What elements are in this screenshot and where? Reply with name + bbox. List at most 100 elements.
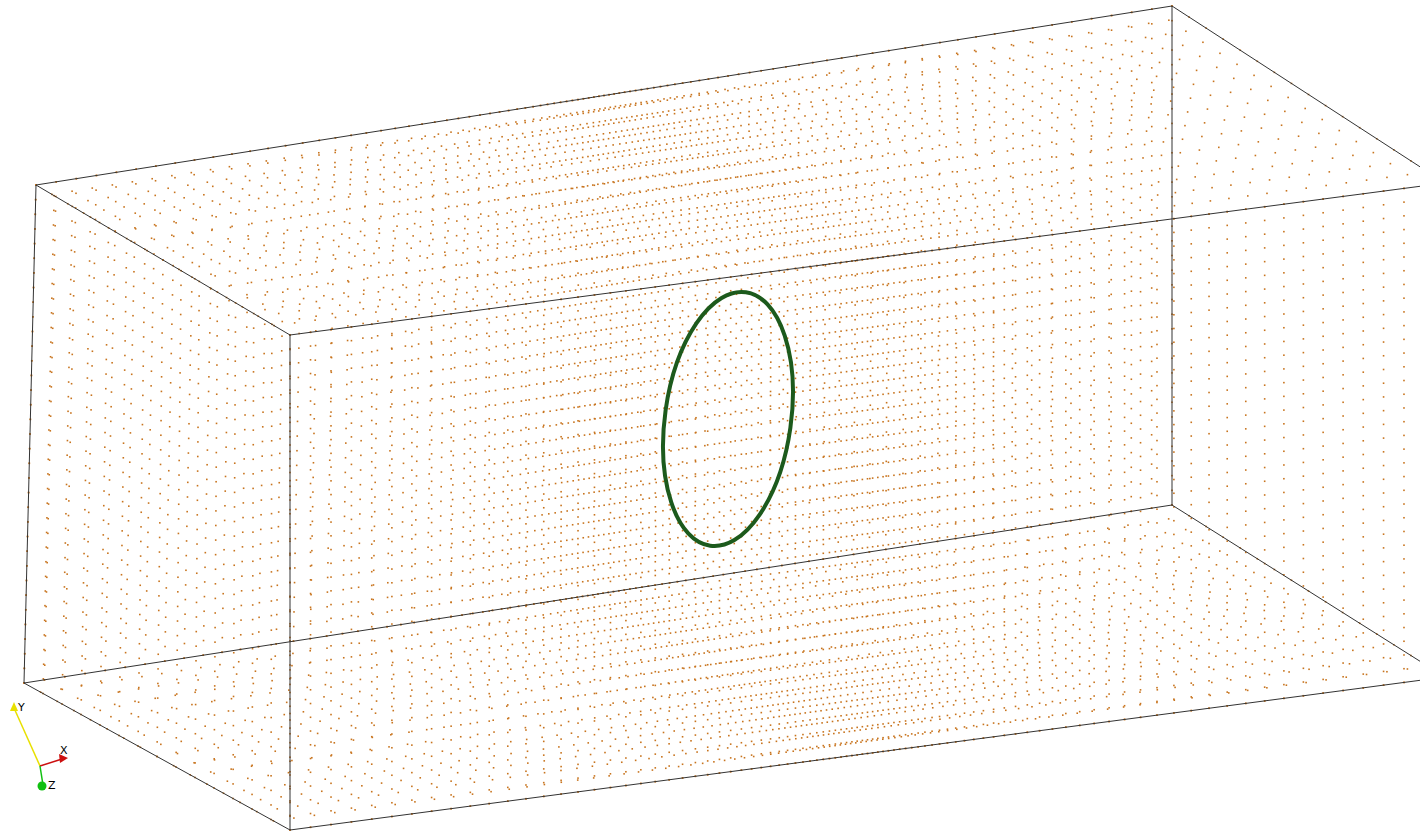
point bbox=[222, 637, 224, 639]
point bbox=[328, 518, 330, 520]
point bbox=[580, 318, 582, 320]
point bbox=[129, 447, 131, 449]
point bbox=[259, 602, 261, 604]
point bbox=[493, 522, 495, 524]
point bbox=[106, 596, 108, 598]
point bbox=[576, 187, 578, 189]
point bbox=[485, 435, 487, 437]
point bbox=[403, 419, 405, 421]
point bbox=[630, 530, 632, 532]
point bbox=[564, 277, 566, 279]
point bbox=[364, 249, 366, 251]
point bbox=[468, 160, 470, 162]
point bbox=[593, 521, 595, 523]
point bbox=[659, 159, 661, 161]
point bbox=[611, 254, 613, 256]
point bbox=[314, 403, 316, 405]
point bbox=[629, 135, 631, 137]
point bbox=[301, 201, 303, 203]
point bbox=[419, 255, 421, 257]
point bbox=[606, 314, 608, 316]
point bbox=[126, 579, 128, 581]
point bbox=[294, 582, 296, 584]
point bbox=[315, 315, 317, 317]
point bbox=[634, 134, 636, 136]
point bbox=[643, 381, 645, 383]
point bbox=[208, 376, 210, 378]
point bbox=[535, 486, 537, 488]
point bbox=[530, 267, 532, 269]
point bbox=[415, 534, 417, 536]
point bbox=[563, 350, 565, 352]
point bbox=[374, 482, 376, 484]
point bbox=[147, 561, 149, 563]
point bbox=[443, 295, 445, 297]
point bbox=[277, 584, 279, 586]
point bbox=[664, 290, 666, 292]
point bbox=[610, 372, 612, 374]
point bbox=[358, 572, 360, 574]
point bbox=[462, 541, 464, 543]
point bbox=[594, 462, 596, 464]
point bbox=[241, 561, 243, 563]
point bbox=[658, 276, 660, 278]
point bbox=[523, 195, 525, 197]
point bbox=[295, 538, 297, 540]
point bbox=[441, 427, 443, 429]
point bbox=[151, 370, 153, 372]
point bbox=[506, 227, 508, 229]
point bbox=[641, 572, 643, 574]
point bbox=[174, 177, 176, 179]
point bbox=[193, 203, 195, 205]
point bbox=[453, 396, 455, 398]
point bbox=[654, 570, 656, 572]
point bbox=[536, 354, 538, 356]
point bbox=[260, 543, 262, 545]
point bbox=[429, 429, 431, 431]
point bbox=[588, 477, 590, 479]
point bbox=[169, 411, 171, 413]
point bbox=[659, 115, 661, 117]
point bbox=[454, 352, 456, 354]
point bbox=[611, 284, 613, 286]
point bbox=[599, 447, 601, 449]
point bbox=[456, 206, 458, 208]
point bbox=[532, 135, 534, 137]
point bbox=[605, 358, 607, 360]
point bbox=[315, 359, 317, 361]
point bbox=[511, 475, 513, 477]
point bbox=[510, 548, 512, 550]
point bbox=[151, 341, 153, 343]
point bbox=[530, 252, 532, 254]
point bbox=[476, 319, 478, 321]
point bbox=[204, 596, 206, 598]
point bbox=[109, 479, 111, 481]
point bbox=[444, 237, 446, 239]
point bbox=[515, 196, 517, 198]
point bbox=[284, 203, 286, 205]
point bbox=[266, 236, 268, 238]
point bbox=[645, 234, 647, 236]
point bbox=[242, 531, 244, 533]
point bbox=[392, 303, 394, 305]
point bbox=[526, 575, 528, 577]
point bbox=[420, 211, 422, 213]
point bbox=[556, 424, 558, 426]
point bbox=[549, 469, 551, 471]
point bbox=[487, 274, 489, 276]
point bbox=[391, 333, 393, 335]
point bbox=[637, 426, 639, 428]
point bbox=[343, 530, 345, 532]
point bbox=[520, 415, 522, 417]
point bbox=[571, 583, 573, 585]
point bbox=[362, 337, 364, 339]
point bbox=[622, 223, 624, 225]
point bbox=[227, 358, 229, 360]
point bbox=[506, 271, 508, 273]
point bbox=[465, 380, 467, 382]
point bbox=[522, 268, 524, 270]
point bbox=[451, 557, 453, 559]
point bbox=[457, 176, 459, 178]
point bbox=[601, 315, 603, 317]
point bbox=[74, 251, 76, 253]
